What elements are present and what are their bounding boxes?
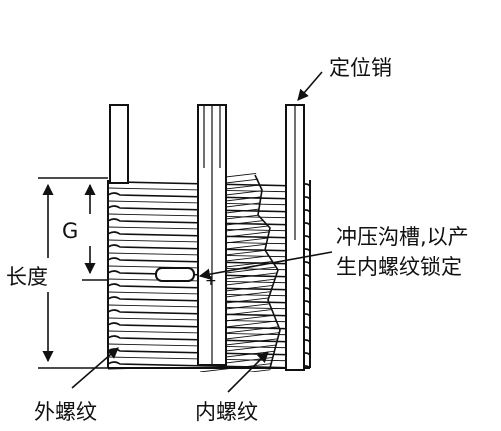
punched-slot xyxy=(155,267,195,282)
length-dimension xyxy=(38,177,108,369)
internal-thread-label: 内螺纹 xyxy=(195,400,258,424)
center-mark: + xyxy=(205,273,217,289)
cutaway-edge xyxy=(254,174,281,369)
thread-root xyxy=(108,369,130,370)
locating-pin-label: 定位销 xyxy=(329,56,392,80)
length-label: 长度 xyxy=(6,265,48,289)
punched-slot-label-line1: 冲压沟槽,以产 xyxy=(336,225,469,249)
leader-lines xyxy=(71,71,333,393)
g-label: G xyxy=(62,219,79,243)
g-dimension xyxy=(82,183,108,281)
external-thread-label: 外螺纹 xyxy=(34,400,97,424)
punched-slot-label-line2: 生内螺纹锁定 xyxy=(336,255,462,279)
locating-pin-left xyxy=(109,104,129,184)
